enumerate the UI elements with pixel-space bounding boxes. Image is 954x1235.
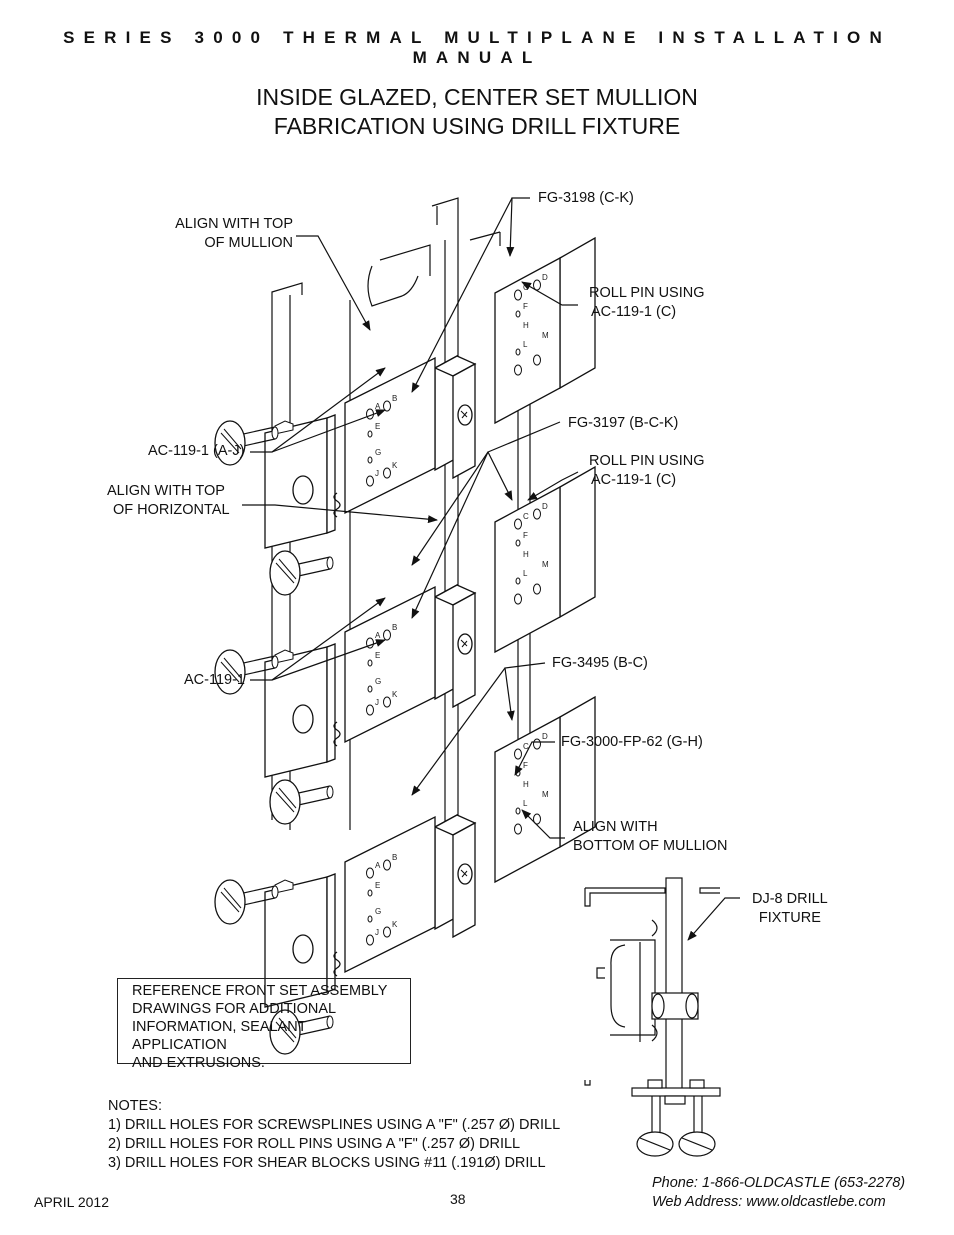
hole-label: G: [375, 907, 381, 916]
hole-label: D: [542, 502, 548, 511]
callout-fg3197: FG-3197 (B-C-K): [568, 415, 679, 431]
hole-label: K: [392, 920, 398, 929]
hole-label: E: [375, 881, 380, 890]
footer-web: Web Address: www.oldcastlebe.com: [652, 1194, 886, 1210]
callout-roll-pin-2: ROLL PIN USING AC-119-1 (C): [589, 452, 705, 490]
hole-label: G: [375, 677, 381, 686]
hole-label: H: [523, 550, 529, 559]
hole-label: K: [392, 461, 398, 470]
hole-label: K: [392, 690, 398, 699]
callout-align-top-horizontal: ALIGN WITH TOP OF HORIZONTAL: [107, 482, 230, 520]
note-item: 1) DRILL HOLES FOR SCREWSPLINES USING A …: [108, 1117, 561, 1133]
footer-phone: Phone: 1-866-OLDCASTLE (653-2278): [652, 1175, 906, 1191]
callout-ac119: AC-119-1: [184, 672, 245, 688]
hole-label: H: [523, 780, 529, 789]
hole-label: A: [375, 631, 381, 640]
hole-label: L: [523, 340, 528, 349]
note-item: 3) DRILL HOLES FOR SHEAR BLOCKS USING #1…: [108, 1155, 546, 1171]
hole-label: J: [375, 469, 379, 478]
reference-line: AND EXTRUSIONS.: [132, 1055, 265, 1071]
callout-line: OF HORIZONTAL: [113, 502, 230, 518]
page-title-line-1: INSIDE GLAZED, CENTER SET MULLION: [256, 84, 698, 110]
page-number: 38: [450, 1191, 466, 1207]
callout-line: ALIGN WITH TOP: [107, 483, 225, 499]
callout-line: BOTTOM OF MULLION: [573, 838, 728, 854]
callout-line: OF MULLION: [204, 235, 293, 251]
callout-line: ALIGN WITH: [573, 819, 658, 835]
notes-heading: NOTES:: [108, 1098, 162, 1114]
hole-label: C: [523, 512, 529, 521]
callout-fg3198: FG-3198 (C-K): [538, 190, 634, 206]
footer-date: APRIL 2012: [34, 1194, 109, 1210]
callout-fg3495: FG-3495 (B-C): [552, 655, 648, 671]
callout-line: ROLL PIN USING: [589, 453, 705, 469]
callout-ac119-aj: AC-119-1 (A-J): [148, 443, 245, 459]
callout-line: DJ-8 DRILL: [752, 891, 828, 907]
hole-label: L: [523, 799, 528, 808]
hole-label: A: [375, 861, 381, 870]
hole-label: C: [523, 742, 529, 751]
callout-align-bottom-mullion: ALIGN WITH BOTTOM OF MULLION: [573, 818, 727, 856]
hole-label: F: [523, 761, 528, 770]
hole-label: B: [392, 394, 397, 403]
hole-label: E: [375, 651, 380, 660]
hole-label: F: [523, 531, 528, 540]
page-title-line-2: FABRICATION USING DRILL FIXTURE: [273, 113, 681, 139]
hole-label: M: [542, 560, 549, 569]
hole-label: F: [523, 302, 528, 311]
reference-line: REFERENCE FRONT SET ASSEMBLY: [132, 983, 388, 999]
hole-label: D: [542, 273, 548, 282]
reference-line: DRAWINGS FOR ADDITIONAL: [132, 1001, 337, 1017]
hole-label: B: [392, 623, 397, 632]
hole-label: L: [523, 569, 528, 578]
callout-align-top-mullion: ALIGN WITH TOP OF MULLION: [150, 215, 293, 253]
hole-label: J: [375, 698, 379, 707]
callout-fg3000: FG-3000-FP-62 (G-H): [561, 734, 703, 750]
callout-line: AC-119-1 (C): [591, 304, 677, 320]
reference-line: INFORMATION, SEALANT APPLICATION: [132, 1019, 307, 1053]
hole-label: J: [375, 928, 379, 937]
callout-roll-pin-1: ROLL PIN USING AC-119-1 (C): [589, 284, 705, 322]
hole-label: E: [375, 422, 380, 431]
notes: NOTES: 1) DRILL HOLES FOR SCREWSPLINES U…: [108, 1097, 560, 1173]
callout-line: ROLL PIN USING: [589, 285, 705, 301]
hole-label: B: [392, 853, 397, 862]
hole-label: H: [523, 321, 529, 330]
callout-line: AC-119-1 (C): [591, 472, 677, 488]
hole-label: M: [542, 790, 549, 799]
callout-line: FIXTURE: [758, 910, 821, 926]
callout-line: ALIGN WITH TOP: [175, 216, 293, 232]
hole-label: A: [375, 402, 381, 411]
manual-header: SERIES 3000 THERMAL MULTIPLANE INSTALLAT…: [63, 28, 891, 67]
hole-label: M: [542, 331, 549, 340]
hole-label: D: [542, 732, 548, 741]
footer-contact: Phone: 1-866-OLDCASTLE (653-2278) Web Ad…: [652, 1174, 905, 1212]
note-item: 2) DRILL HOLES FOR ROLL PINS USING A "F"…: [108, 1136, 521, 1152]
reference-box: REFERENCE FRONT SET ASSEMBLY DRAWINGS FO…: [117, 978, 411, 1071]
hole-label: G: [375, 448, 381, 457]
callout-dj8: DJ-8 DRILL FIXTURE: [752, 890, 828, 928]
